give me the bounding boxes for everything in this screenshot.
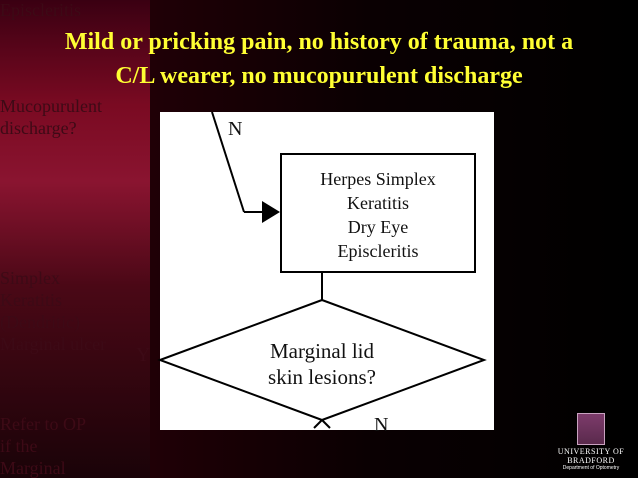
ghost-text: discharge? bbox=[0, 118, 77, 138]
decision-line: skin lesions? bbox=[268, 365, 376, 389]
logo-line-2: BRADFORD bbox=[567, 456, 615, 465]
diagnosis-box: Herpes Simplex Keratitis Dry Eye Episcle… bbox=[280, 153, 476, 273]
ghost-text: Mucopurulent bbox=[0, 96, 102, 116]
decision-text: Marginal lid skin lesions? bbox=[252, 338, 392, 390]
diagnosis-line: Dry Eye bbox=[347, 217, 409, 237]
crest-icon bbox=[577, 413, 605, 445]
ghost-text: Simplex bbox=[0, 268, 61, 288]
ghost-text: Marginal bbox=[0, 458, 66, 478]
ghost-text: Keratitis bbox=[0, 290, 62, 310]
logo-line-3: Department of Optometry bbox=[562, 465, 620, 471]
connector-line bbox=[313, 419, 323, 429]
connector-line bbox=[211, 111, 245, 213]
logo-line-1: UNIVERSITY OF bbox=[557, 447, 625, 456]
slide-title-line-2: C/L wearer, no mucopurulent discharge bbox=[115, 63, 523, 89]
diagnosis-line: Keratitis bbox=[347, 193, 409, 213]
arrow-label-no-bottom: N bbox=[374, 414, 389, 436]
arrow-label-yes: Y bbox=[136, 344, 151, 366]
arrow-label-no: N bbox=[228, 118, 243, 140]
university-logo: UNIVERSITY OF BRADFORD Department of Opt… bbox=[554, 413, 628, 472]
slide-title-line-1: Mild or pricking pain, no history of tra… bbox=[64, 29, 574, 55]
ghost-text: if the bbox=[0, 436, 38, 456]
ghost-text: Refer to OP bbox=[0, 414, 86, 434]
diagnosis-line: Herpes Simplex bbox=[320, 169, 436, 189]
ghost-text: Episcleritis bbox=[0, 0, 81, 20]
decision-line: Marginal lid bbox=[269, 339, 374, 363]
ghost-text: Marginal ulcer bbox=[0, 334, 107, 354]
decision-diamond bbox=[157, 298, 487, 422]
diagnosis-line: Episcleritis bbox=[337, 241, 419, 261]
connector-line bbox=[321, 419, 331, 429]
arrow-head bbox=[262, 201, 280, 223]
ghost-text: (Dendritic) bbox=[0, 312, 80, 332]
slide-background-left bbox=[0, 0, 150, 478]
